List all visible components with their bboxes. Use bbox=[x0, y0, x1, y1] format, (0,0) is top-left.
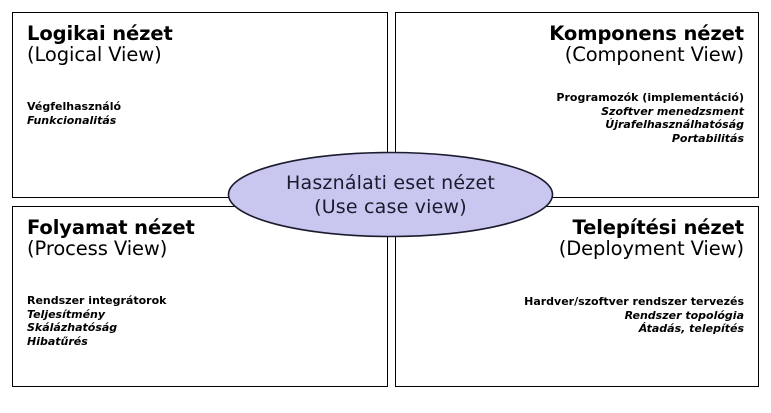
detail-item: Portabilitás bbox=[671, 131, 744, 145]
deployment-view-heading-en: (Deployment View) bbox=[558, 237, 744, 260]
detail-item: Rendszer integrátorok bbox=[27, 294, 167, 307]
detail-item: Végfelhasználó bbox=[27, 100, 122, 113]
detail-item: Újrafelhasználhatóság bbox=[605, 118, 744, 132]
component-view-heading-hu: Komponens nézet bbox=[549, 22, 744, 45]
deployment-view-heading-hu: Telepítési nézet bbox=[572, 216, 744, 239]
detail-item: Rendszer topológia bbox=[624, 308, 744, 322]
component-view-heading-en: (Component View) bbox=[564, 43, 744, 66]
detail-item: Hardver/szoftver rendszer tervezés bbox=[524, 295, 744, 308]
deployment-view-details: Hardver/szoftver rendszer tervezés Rends… bbox=[410, 295, 744, 336]
process-view-details: Rendszer integrátorok Teljesítmény Skálá… bbox=[27, 294, 373, 348]
detail-item: Átadás, telepítés bbox=[638, 322, 744, 336]
process-view-heading-en: (Process View) bbox=[27, 237, 168, 260]
logical-view-heading-hu: Logikai nézet bbox=[27, 22, 173, 45]
use-case-view-label: Használati eset nézet (Use case view) bbox=[227, 151, 554, 238]
ellipse-shape-icon bbox=[227, 151, 554, 238]
use-case-view-line2: (Use case view) bbox=[314, 195, 467, 218]
quadrant-deployment-view: Telepítési nézet (Deployment View) Hardv… bbox=[395, 206, 759, 387]
detail-item: Hibatűrés bbox=[27, 334, 88, 348]
process-view-heading-hu: Folyamat nézet bbox=[27, 216, 195, 239]
detail-item: Funkcionalitás bbox=[27, 113, 117, 127]
detail-item: Skálázhatóság bbox=[27, 321, 118, 335]
logical-view-heading-en: (Logical View) bbox=[27, 43, 162, 66]
use-case-view-line1: Használati eset nézet bbox=[286, 171, 495, 194]
quadrant-logical-view: Logikai nézet (Logical View) Végfelhaszn… bbox=[12, 12, 388, 198]
quadrant-process-view: Folyamat nézet (Process View) Rendszer i… bbox=[12, 206, 388, 387]
component-view-details: Programozók (implementáció) Szoftver men… bbox=[410, 91, 744, 145]
detail-item: Szoftver menedzsment bbox=[601, 104, 744, 118]
detail-item: Teljesítmény bbox=[27, 307, 106, 321]
detail-item: Programozók (implementáció) bbox=[556, 91, 744, 104]
logical-view-details: Végfelhasználó Funkcionalitás bbox=[27, 100, 373, 127]
use-case-view-ellipse: Használati eset nézet (Use case view) bbox=[227, 151, 554, 238]
